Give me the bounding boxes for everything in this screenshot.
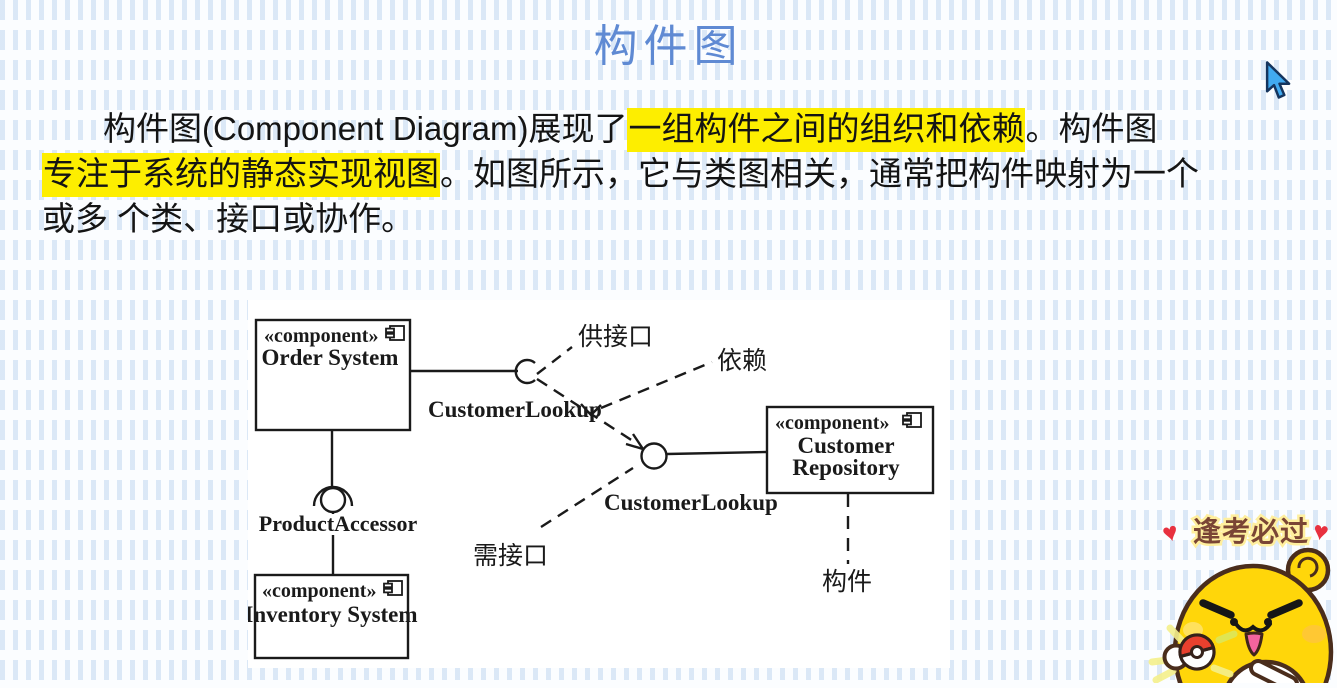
provided-interface-leader xyxy=(536,346,573,375)
text-segment: 。如图所示，它与类图相关，通常把构件映射为一个 xyxy=(440,155,1199,192)
heart-icon: ♥ xyxy=(1159,516,1181,549)
mascot-brow-left xyxy=(1199,599,1235,619)
mascot-slogan: 逢考必过 xyxy=(1193,516,1309,547)
customer-repository-label-line2: Repository xyxy=(792,455,900,480)
component-annotation: 构件 xyxy=(822,568,872,596)
paragraph-line-3: 或多 个类、接口或协作。 xyxy=(42,196,1199,241)
dependency-arrowhead xyxy=(625,433,646,452)
stereotype-label: «component» xyxy=(264,325,378,347)
text-segment: 。构件图 xyxy=(1025,110,1158,147)
dependency-annotation: 依赖 xyxy=(717,347,767,375)
mascot-brow-right xyxy=(1267,599,1303,619)
component-diagram-figure: «component» Order System «component» Inv… xyxy=(248,300,950,668)
component-icon xyxy=(385,325,405,341)
dependency-leader-arrowhead xyxy=(580,403,602,417)
label-backing xyxy=(262,514,414,535)
socket-interface-icon xyxy=(514,358,536,385)
customer-lookup-label-top: CustomerLookup xyxy=(428,397,602,422)
required-interface-leader xyxy=(540,466,634,529)
customer-repository-label-line1: Customer xyxy=(797,433,894,458)
mouse-cursor-icon xyxy=(1263,61,1296,106)
required-interface-annotation: 需接口 xyxy=(473,542,548,570)
body-text: 构件图(Component Diagram)展现了一组构件之间的组织和依赖。构件… xyxy=(42,106,1199,241)
provided-interface-annotation: 供接口 xyxy=(578,323,653,351)
highlighted-text: 一组构件之间的组织和依赖 xyxy=(627,108,1026,152)
mascot-mouth xyxy=(1234,622,1272,633)
connector-line xyxy=(666,450,768,456)
text-segment: 或多 个类、接口或协作。 xyxy=(42,200,415,237)
product-accessor-label: ProductAccessor xyxy=(259,511,418,536)
mascot-open-mouth xyxy=(1244,631,1264,657)
mascot-arm xyxy=(1253,663,1295,688)
ball-interface-icon xyxy=(640,442,668,470)
stereotype-label: «component» xyxy=(262,580,376,602)
mascot-sticker: ♥ ♥ 逢考必过 xyxy=(1140,512,1337,688)
paragraph-line-1: 构件图(Component Diagram)展现了一组构件之间的组织和依赖。构件… xyxy=(42,106,1199,152)
pokeball-icon xyxy=(1178,633,1216,671)
highlighted-text: 专注于系统的静态实现视图 xyxy=(42,153,440,197)
mascot-bun-swirl xyxy=(1297,556,1319,578)
page-title: 构件图 xyxy=(593,22,744,71)
glow-rays xyxy=(1148,624,1238,684)
component-icon xyxy=(383,580,403,596)
heart-icon: ♥ xyxy=(1311,515,1331,547)
stereotype-label: «component» xyxy=(775,412,889,434)
customer-lookup-label-bottom: CustomerLookup xyxy=(604,490,778,515)
paragraph-line-2: 专注于系统的静态实现视图。如图所示，它与类图相关，通常把构件映射为一个 xyxy=(42,151,1199,197)
text-segment: 构件图(Component Diagram)展现了 xyxy=(103,110,628,147)
inventory-system-label: Inventory System xyxy=(248,602,418,627)
order-system-label: Order System xyxy=(262,345,399,370)
order-system-box xyxy=(254,318,412,432)
inventory-system-box xyxy=(253,573,410,660)
ball-interface-icon xyxy=(319,486,347,514)
component-icon xyxy=(902,412,922,428)
dependency-leader xyxy=(600,360,713,410)
mascot-cheek xyxy=(1302,625,1326,643)
